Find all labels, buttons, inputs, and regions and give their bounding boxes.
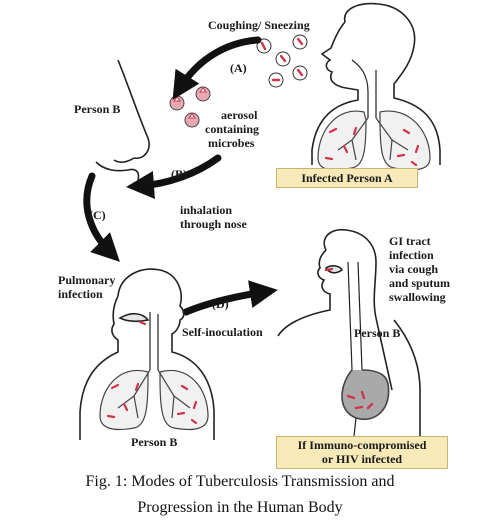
label-coughing: Coughing/ Sneezing (208, 18, 310, 32)
label-gi-3: via cough (389, 262, 439, 276)
label-aerosol-2: containing (205, 122, 260, 136)
box-infected-person-a: Infected Person A (276, 168, 418, 188)
label-person-b-bottom: Person B (131, 435, 178, 449)
arrow-c (83, 172, 120, 262)
label-aerosol-1: aerosol (221, 108, 258, 122)
arrows (83, 36, 278, 316)
label-d: (D) (212, 297, 229, 311)
box-immuno-compromised: If Immuno-compromised or HIV infected (276, 436, 448, 469)
label-inhalation-2: through nose (180, 217, 247, 231)
label-inhalation-1: inhalation (180, 203, 233, 217)
label-b: (B) (171, 167, 187, 181)
label-gi-4: and sputum (389, 276, 451, 290)
caption-line-2: Progression in the Human Body (137, 499, 343, 516)
label-aerosol-3: microbes (208, 136, 255, 150)
droplets (256, 34, 308, 88)
label-a: (A) (230, 61, 247, 75)
arrow-b (126, 154, 222, 199)
aerosol-particles (169, 86, 211, 128)
label-person-b-top: Person B (74, 102, 121, 116)
person-b-gi-figure (277, 228, 421, 440)
gi-bacteria (324, 267, 374, 410)
infected-person-a-figure (311, 2, 441, 165)
label-self-inoculation: Self-inoculation (182, 325, 263, 339)
infected-lungs (317, 110, 431, 171)
box-infected-label: Infected Person A (301, 171, 393, 185)
box-immuno-line-1: If Immuno-compromised (297, 438, 427, 452)
infected-lung-bacteria (324, 126, 420, 167)
label-person-b-right: Person B (354, 326, 401, 340)
label-gi-1: GI tract (389, 234, 431, 248)
label-gi-5: swallowing (389, 290, 446, 304)
caption-line-1: Fig. 1: Modes of Tuberculosis Transmissi… (85, 473, 395, 490)
pulmonary-lungs (99, 369, 209, 431)
person-b-pulmonary-figure (79, 268, 215, 440)
box-immuno-line-2: or HIV infected (321, 452, 403, 466)
person-b-head-figure (95, 59, 150, 181)
pulmonary-bacteria (106, 320, 198, 425)
label-pulmonary-2: infection (58, 287, 103, 301)
label-c: (C) (89, 208, 106, 222)
arrow-d (182, 280, 278, 316)
label-pulmonary-1: Pulmonary (58, 273, 116, 287)
label-gi-2: infection (389, 248, 434, 262)
arrow-a (172, 36, 262, 100)
